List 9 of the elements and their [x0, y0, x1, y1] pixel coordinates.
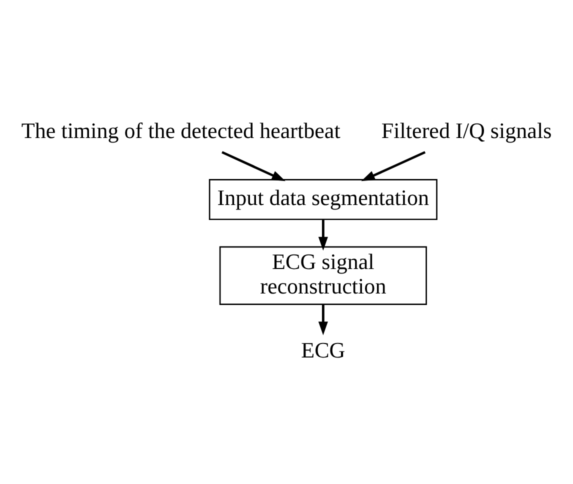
arrow [222, 151, 286, 182]
arrow [318, 220, 328, 251]
node-text: Filtered I/Q signals [381, 118, 552, 143]
node-text: The timing of the detected heartbeat [21, 118, 340, 143]
node-text: ECG [301, 337, 346, 362]
arrow [361, 151, 426, 182]
arrow [318, 304, 328, 336]
node-box: Input data segmentation [208, 179, 438, 220]
node-box: ECG signal reconstruction [219, 246, 427, 305]
